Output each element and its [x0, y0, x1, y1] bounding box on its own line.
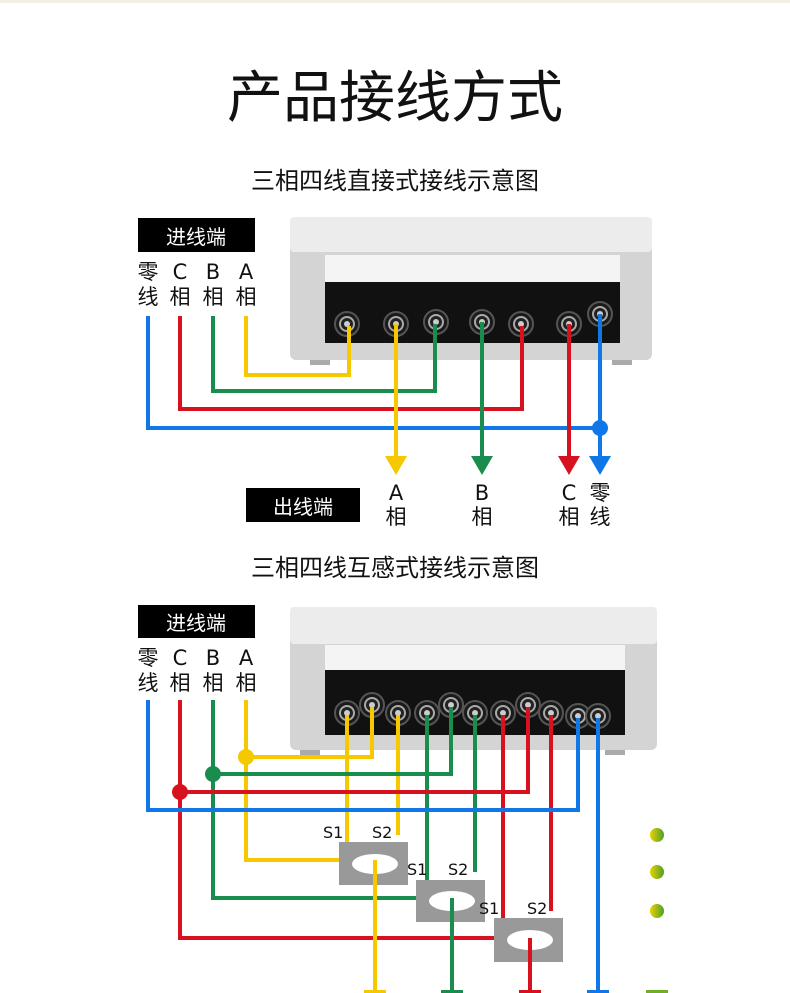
ct-c-s2-label: S2: [527, 899, 547, 918]
arrow-down-icon: [441, 990, 463, 993]
output-label-neutral: 零: [590, 481, 611, 505]
input-label-neutral: 零: [138, 646, 159, 670]
input-label-a: A: [239, 646, 254, 670]
direct-connection-diagram: 三相四线直接式接线示意图 进线端 零 线 C 相 B 相 A 相: [138, 167, 652, 529]
ct-a-s1-label: S1: [323, 823, 343, 842]
arrow-down-icon: [519, 990, 541, 993]
ct-subtitle: 三相四线互感式接线示意图: [251, 554, 539, 582]
ct-a-s2-label: S2: [372, 823, 392, 842]
wire-a-voltage: [246, 707, 374, 759]
arrow-down-icon: [385, 456, 407, 475]
input-label-b-2: 相: [203, 285, 224, 309]
input-label-box: [138, 605, 255, 638]
output-label: 出线端: [273, 495, 333, 519]
ct-c-s1-label: S1: [479, 899, 499, 918]
ct-b-s2-label: S2: [448, 860, 468, 879]
ground-junction: [650, 904, 664, 918]
wire-a-in: [244, 316, 351, 377]
output-label-b: B: [475, 481, 489, 505]
page-title: 产品接线方式: [227, 66, 563, 131]
meter-box: [290, 607, 657, 755]
output-label-a-2: 相: [386, 505, 407, 529]
ground-junction: [650, 828, 664, 842]
direct-subtitle: 三相四线直接式接线示意图: [251, 167, 539, 195]
arrow-down-icon: [646, 990, 668, 993]
input-label-neutral-2: 线: [138, 671, 159, 695]
input-label-box: [138, 218, 255, 252]
output-label-a: A: [389, 481, 404, 505]
input-label: 进线端: [166, 611, 226, 635]
c-junction: [172, 784, 188, 800]
meter-box: [290, 217, 652, 365]
input-label-neutral-2: 线: [138, 285, 159, 309]
input-label-a-2: 相: [236, 671, 257, 695]
input-label-c: C: [173, 260, 188, 284]
output-label-b-2: 相: [472, 505, 493, 529]
ct-connection-diagram: 三相四线互感式接线示意图 进线端 零 线 C 相 B 相 A 相: [138, 554, 668, 993]
wire-c-main: [178, 700, 530, 940]
input-label-c-2: 相: [170, 285, 191, 309]
a-junction: [238, 749, 254, 765]
ground-junction: [650, 865, 664, 879]
wire-b-in: [211, 316, 437, 393]
input-label-a: A: [239, 260, 254, 284]
wire-neutral-in: [146, 700, 580, 812]
output-label-c-2: 相: [559, 505, 580, 529]
arrow-down-icon: [364, 990, 386, 993]
arrow-down-icon: [471, 456, 493, 475]
arrow-down-icon: [558, 456, 580, 475]
ct-b-s1-label: S1: [407, 860, 427, 879]
input-label-b: B: [206, 646, 220, 670]
arrow-down-icon: [587, 990, 609, 993]
output-label-c: C: [562, 481, 577, 505]
top-strip: [0, 0, 790, 3]
b-junction: [205, 766, 221, 782]
input-label: 进线端: [166, 225, 226, 249]
wire-c-in: [178, 316, 524, 411]
input-label-a-2: 相: [236, 285, 257, 309]
output-label-neutral-2: 线: [590, 505, 611, 529]
input-label-c: C: [173, 646, 188, 670]
wire-b-voltage: [213, 707, 453, 776]
input-label-b-2: 相: [203, 671, 224, 695]
input-label-b: B: [206, 260, 220, 284]
input-label-c-2: 相: [170, 671, 191, 695]
output-label-box: [246, 488, 360, 522]
arrow-down-icon: [589, 456, 611, 475]
wire-neutral-in: [146, 316, 600, 430]
wire-c-voltage: [180, 707, 530, 794]
input-label-neutral: 零: [138, 260, 159, 284]
